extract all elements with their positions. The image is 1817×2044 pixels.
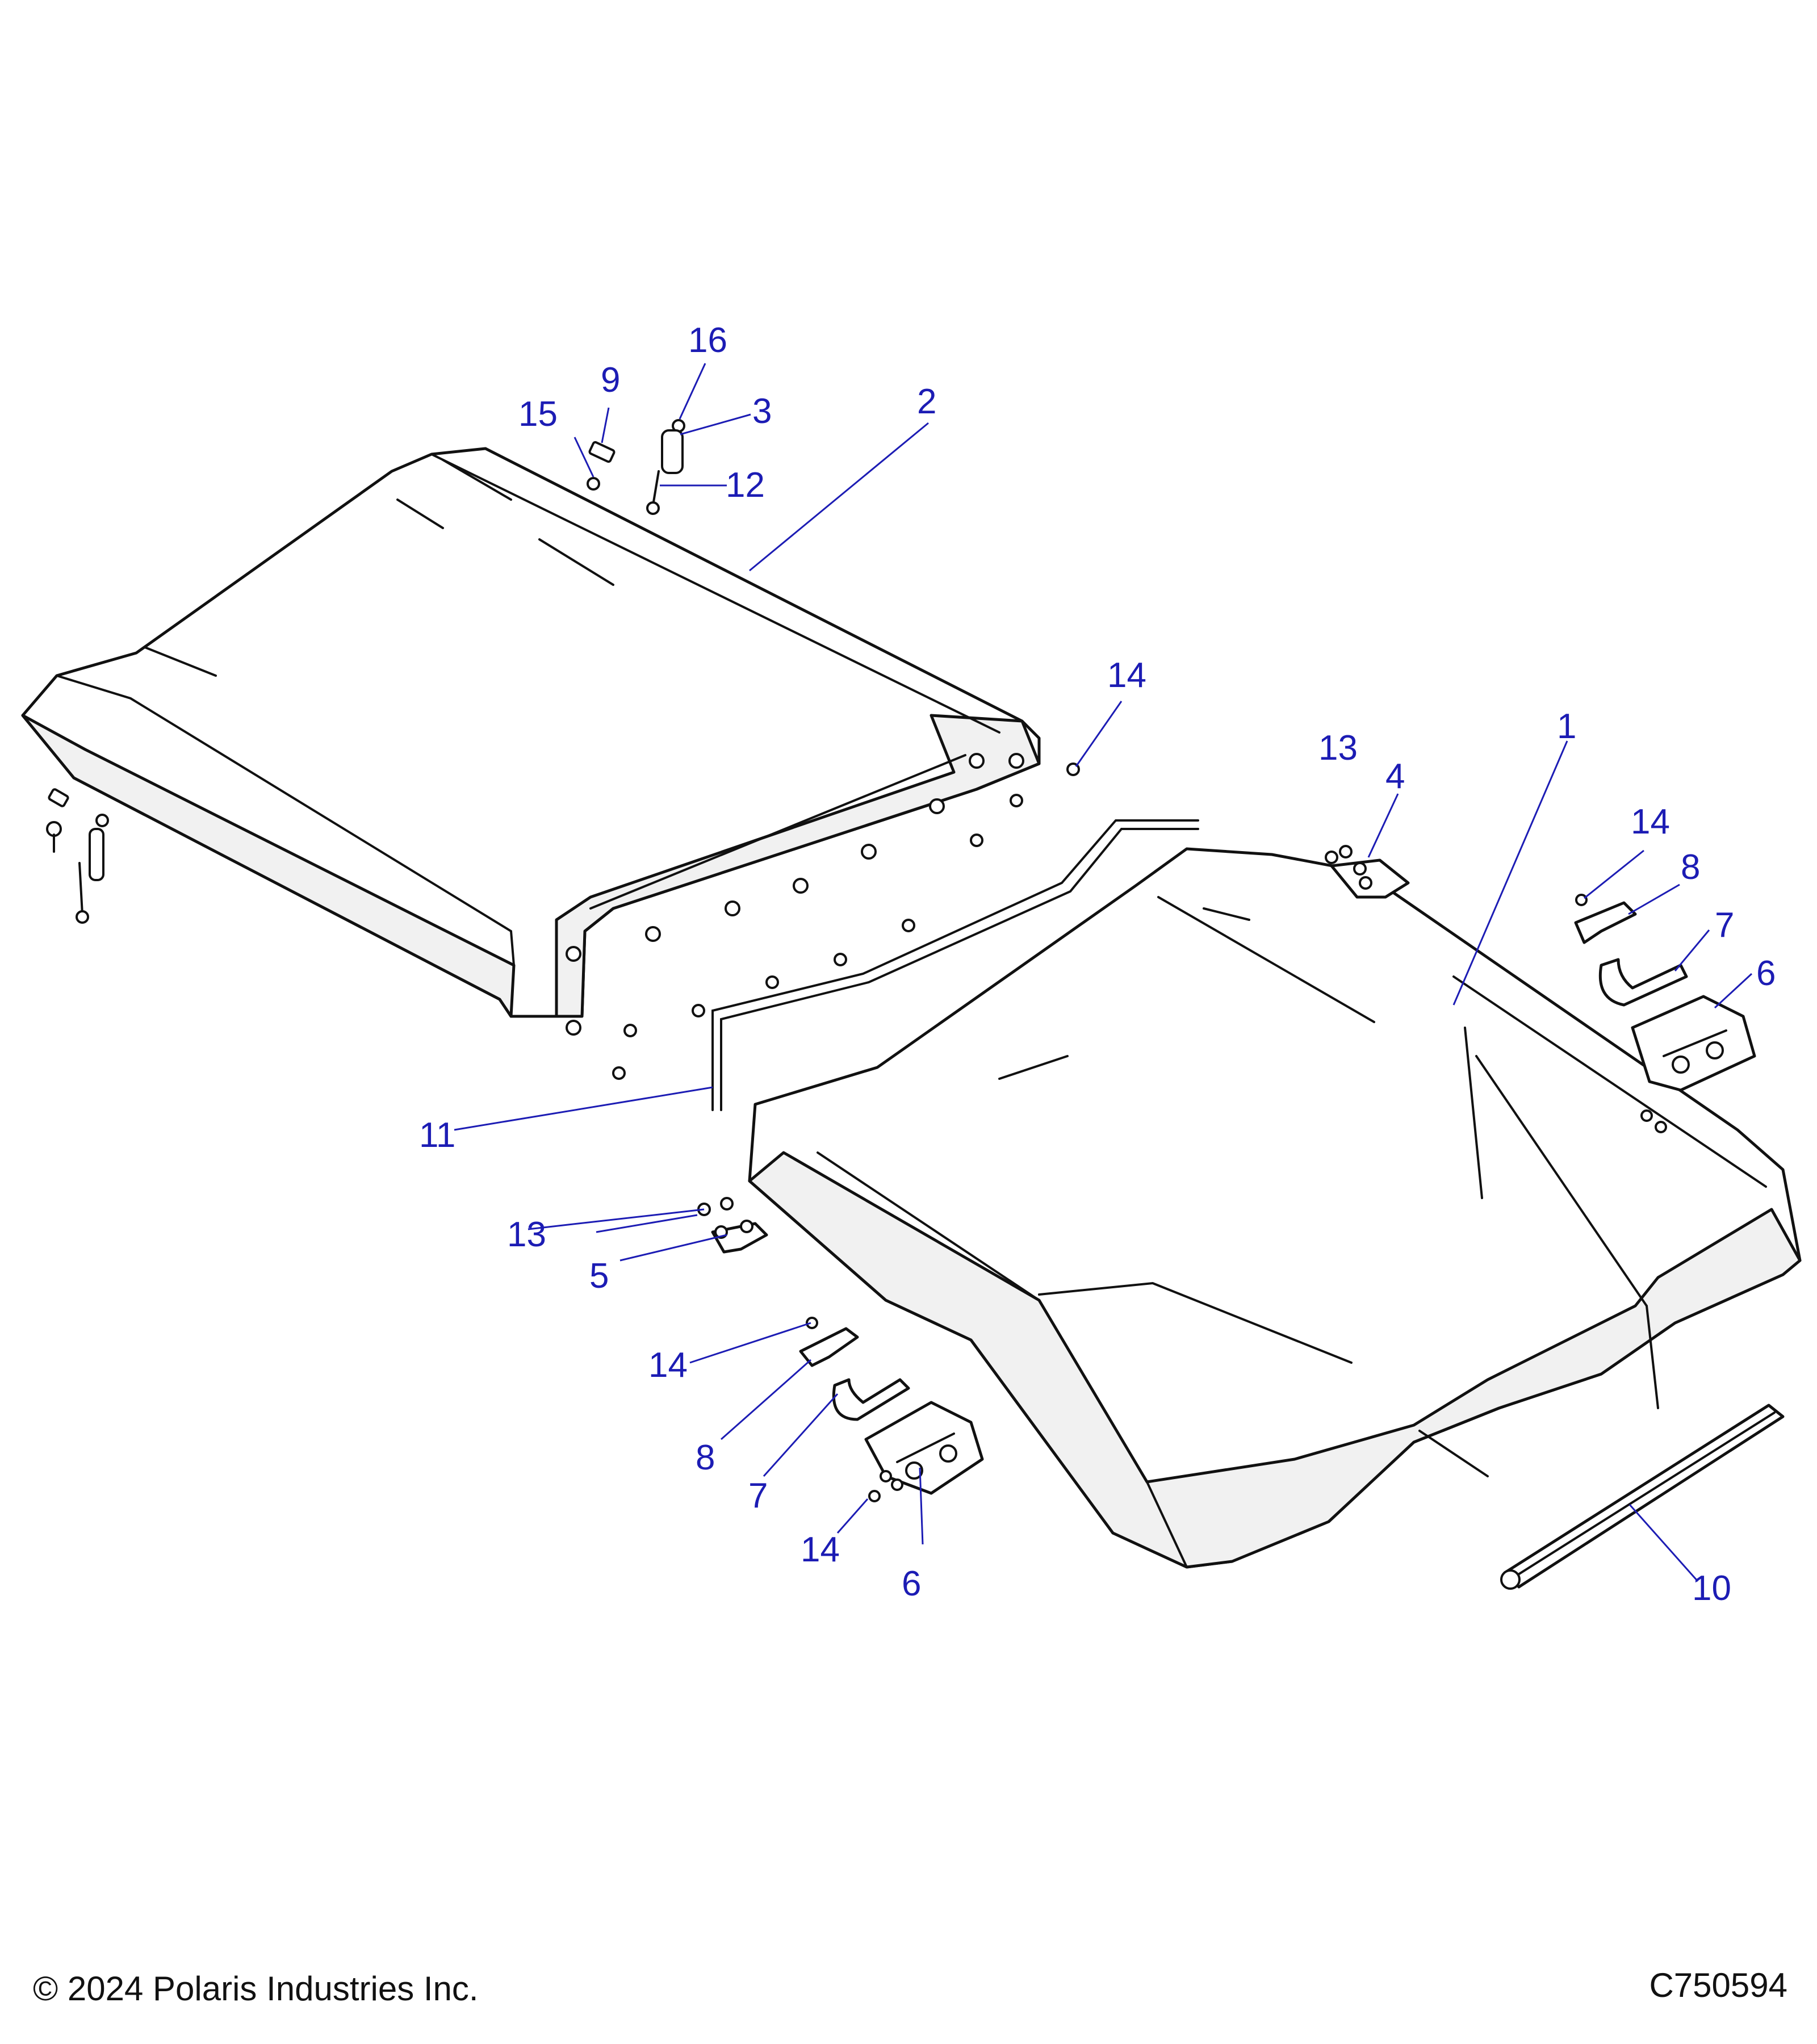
callout-10: 10 [1692, 1569, 1731, 1608]
callout-12: 12 [726, 466, 765, 505]
callout-16: 16 [688, 321, 727, 360]
leader-lines [454, 363, 1753, 1582]
callout-14-left: 14 [648, 1346, 688, 1385]
callout-13-left: 13 [507, 1215, 546, 1254]
callout-1: 1 [1557, 707, 1576, 746]
callout-2: 2 [917, 382, 936, 421]
callout-13-right: 13 [1318, 728, 1358, 768]
latch-set-left [799, 1317, 984, 1502]
callout-3: 3 [752, 392, 772, 431]
callout-6-right: 6 [1756, 954, 1776, 993]
left-hinge-hardware [46, 788, 109, 924]
hinge-bracket-right [1325, 845, 1410, 899]
callout-labels: 1 2 3 4 5 6 6 7 7 8 8 9 10 11 12 13 13 1… [419, 321, 1776, 1608]
front-roof-panel [748, 847, 1802, 1569]
callout-8-right: 8 [1681, 848, 1700, 887]
callout-7-right: 7 [1715, 906, 1734, 945]
callout-5: 5 [589, 1256, 609, 1296]
top-hinge-hardware [587, 419, 685, 515]
rear-roof-panel [21, 447, 1041, 1036]
callout-14-right: 14 [1631, 802, 1670, 841]
callout-8-left: 8 [696, 1438, 715, 1477]
copyright-notice: © 2024 Polaris Industries Inc. [33, 1970, 479, 2008]
callout-9: 9 [601, 361, 620, 400]
callout-11: 11 [419, 1116, 455, 1155]
callout-6-left: 6 [902, 1564, 921, 1603]
hinge-bracket-left [697, 1197, 768, 1254]
weather-strip [1500, 1404, 1785, 1590]
seal-strip [711, 819, 1199, 1111]
drawing-number: C750594 [1649, 1966, 1787, 2004]
callout-14-top: 14 [1107, 656, 1146, 695]
callout-7-left: 7 [748, 1476, 768, 1515]
callout-4: 4 [1385, 757, 1405, 796]
callout-15: 15 [518, 395, 558, 434]
latch-set-right [1574, 894, 1756, 1133]
callout-14-bottom: 14 [801, 1530, 840, 1569]
